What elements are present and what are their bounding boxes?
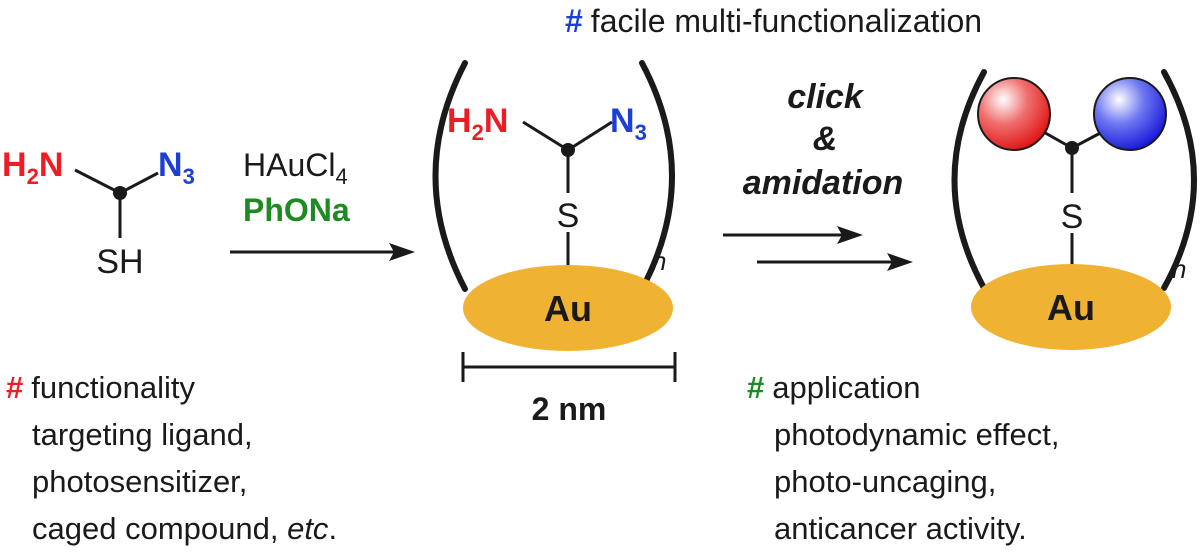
bond-left: [522, 120, 569, 152]
scale-bar: 2 nm: [461, 352, 677, 427]
repeat-n: n: [652, 246, 666, 276]
sulfur-label: S: [557, 197, 580, 235]
thiol-label: SH: [96, 243, 143, 281]
step-amidation: amidation: [743, 164, 904, 202]
application-line-2: photo-uncaging,: [774, 464, 996, 499]
stereocenter-dot: [561, 143, 575, 157]
azide-label: N3: [158, 146, 195, 189]
step-click: click: [787, 78, 865, 116]
stereocenter-dot: [1065, 141, 1079, 155]
reagent-haucl4: HAuCl4: [243, 147, 348, 189]
step-ampersand: &: [813, 120, 838, 158]
au-label: Au: [1047, 287, 1095, 328]
amine-label: H2N: [447, 102, 508, 145]
au-label: Au: [544, 288, 592, 329]
stereocenter-dot: [113, 186, 127, 200]
bond-left: [74, 168, 121, 195]
functionality-notes: #functionality targeting ligand, photose…: [6, 370, 337, 546]
functionality-line-1: targeting ligand,: [32, 417, 253, 452]
repeat-n: n: [1172, 254, 1186, 284]
red-functional-sphere: [977, 77, 1051, 151]
application-line-3: anticancer activity.: [774, 511, 1027, 546]
bond-right: [567, 120, 613, 152]
reagent-phona: PhONa: [243, 192, 350, 228]
header-text: facile multi-functionalization: [591, 3, 982, 39]
left-bracket: [951, 69, 987, 291]
sulfur-label: S: [1061, 198, 1084, 236]
right-bracket: [639, 60, 675, 292]
functionality-line-2: photosensitizer,: [32, 464, 247, 499]
right-bracket: [1161, 69, 1197, 291]
gold-nanocluster: n H2N N3 S Au: [432, 60, 675, 351]
functionality-line-3: caged compound, etc.: [32, 511, 337, 546]
left-bracket: [432, 60, 468, 292]
blue-functional-sphere: [1093, 77, 1167, 151]
application-title: #application: [747, 370, 920, 405]
header-hash: #: [565, 3, 583, 39]
gold-core: [463, 265, 673, 351]
functionality-title: #functionality: [6, 370, 195, 405]
azide-label: N3: [610, 102, 647, 145]
application-line-1: photodynamic effect,: [774, 417, 1060, 452]
amine-label: H2N: [2, 146, 63, 189]
header-line: #facile multi-functionalization: [565, 3, 982, 39]
scale-label: 2 nm: [532, 391, 607, 427]
reaction-arrow-1: [230, 243, 415, 261]
application-notes: #application photodynamic effect, photo-…: [747, 370, 1060, 546]
bond-right: [119, 171, 159, 195]
starting-ligand: H2N N3 SH: [2, 146, 195, 281]
functionalized-nanocluster: n S Au: [951, 69, 1197, 350]
reaction-arrow-2: [723, 226, 913, 271]
gold-core: [971, 264, 1171, 350]
